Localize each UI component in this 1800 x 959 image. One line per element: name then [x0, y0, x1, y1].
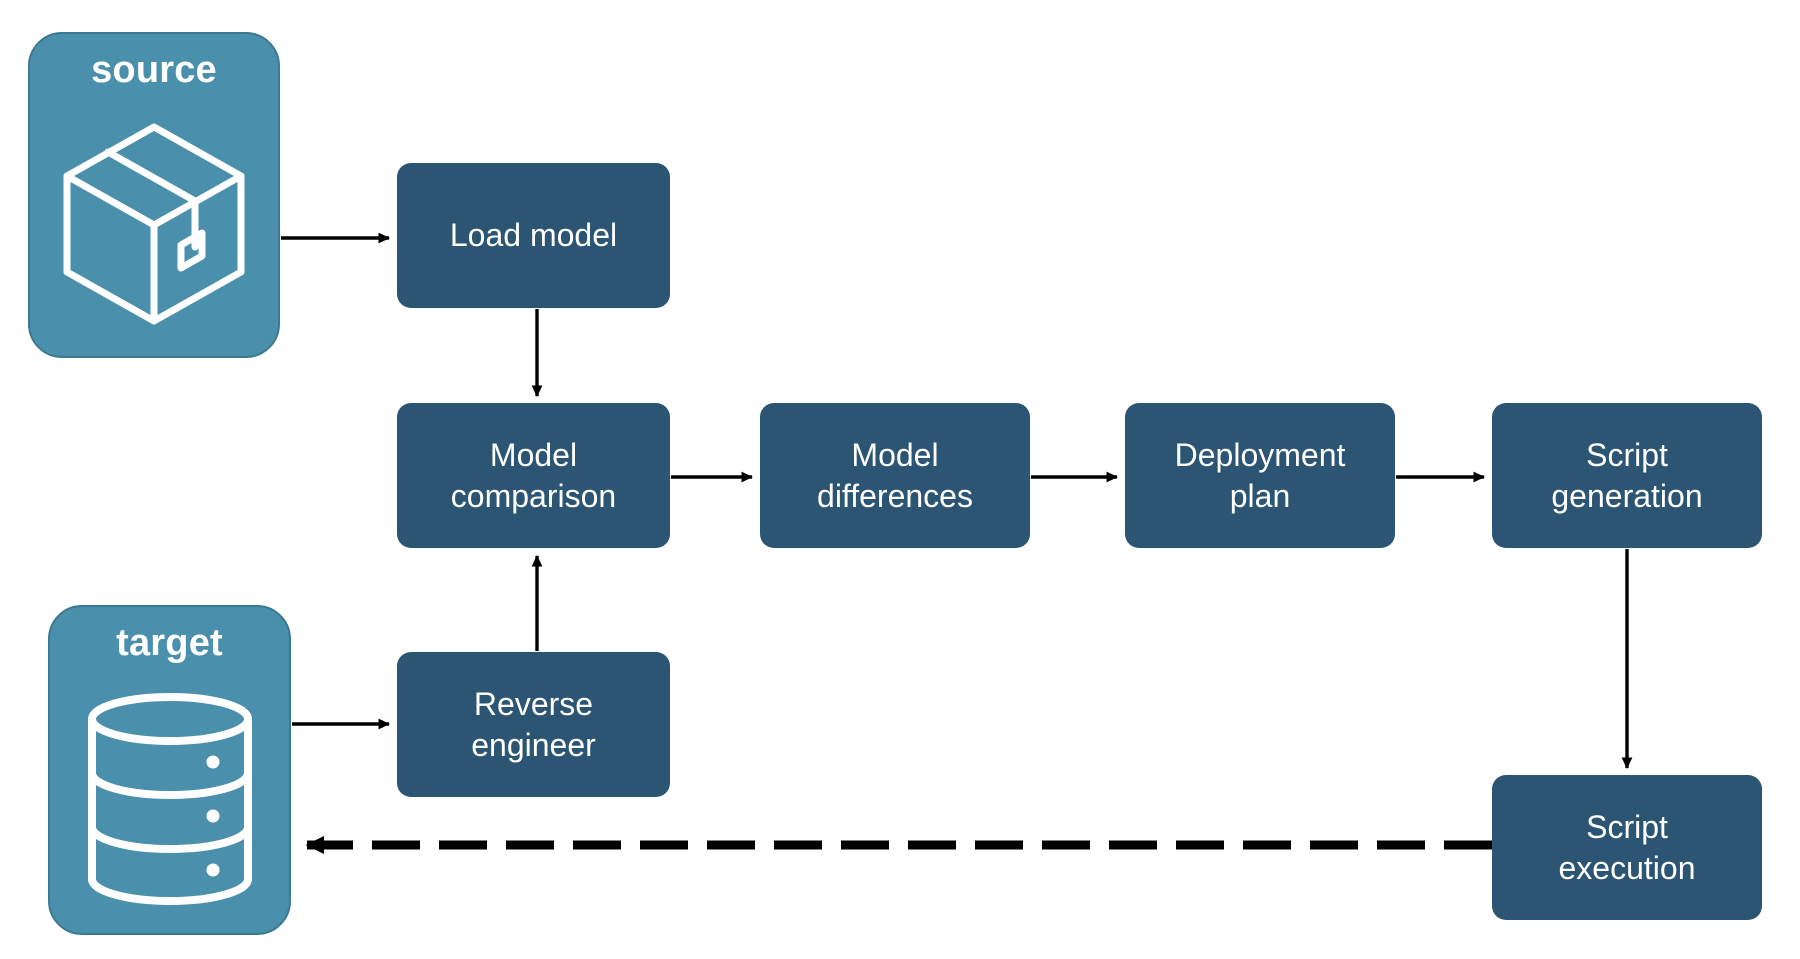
node-model-comparison-label-line-2: comparison — [450, 477, 617, 514]
node-script-execution[interactable]: Script execution — [1492, 775, 1762, 920]
node-load-model[interactable]: Load model — [397, 163, 670, 308]
node-reverse-engineer-label-line-2: engineer — [471, 726, 596, 763]
node-script-generation[interactable]: Script generation — [1492, 403, 1762, 548]
node-source-label: source — [91, 49, 217, 91]
node-model-differences-label-line-1: Model — [851, 437, 939, 474]
node-reverse-engineer-label-line-1: Reverse — [473, 686, 594, 723]
node-model-differences-label-line-2: differences — [817, 477, 973, 514]
node-target[interactable]: target — [48, 605, 291, 935]
node-script-execution-label-line-2: execution — [1558, 849, 1696, 886]
database-cylinder-icon — [50, 665, 289, 933]
node-model-comparison[interactable]: Model comparison — [397, 403, 670, 548]
node-script-generation-label-line-1: Script — [1586, 437, 1668, 474]
node-target-label: target — [116, 622, 223, 664]
node-reverse-engineer[interactable]: Reverse engineer — [397, 652, 670, 797]
package-box-icon — [30, 92, 278, 356]
node-model-comparison-label-line-1: Model — [489, 437, 578, 474]
node-script-generation-label-line-2: generation — [1551, 477, 1703, 514]
node-deployment-plan[interactable]: Deployment plan — [1125, 403, 1395, 548]
node-deployment-plan-label-line-2: plan — [1229, 477, 1291, 514]
node-script-execution-label-line-1: Script — [1586, 809, 1668, 846]
node-source[interactable]: source — [28, 32, 280, 358]
node-deployment-plan-label-line-1: Deployment — [1174, 437, 1346, 474]
node-load-model-label-line-1: Load model — [449, 217, 618, 254]
node-model-differences[interactable]: Model differences — [760, 403, 1030, 548]
